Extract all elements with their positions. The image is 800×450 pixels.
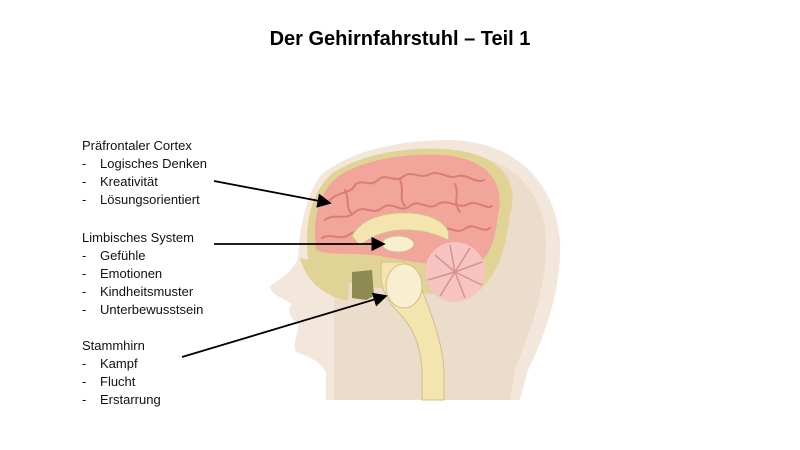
- pons: [385, 263, 423, 309]
- label-group-brainstem: Stammhirn -Kampf -Flucht -Erstarrung: [82, 337, 161, 409]
- label-group-limbic: Limbisches System -Gefühle -Emotionen -K…: [82, 229, 203, 319]
- palate: [300, 258, 350, 300]
- arrow-cortex: [213, 180, 332, 208]
- group-heading: Limbisches System: [82, 230, 194, 245]
- list-item: -Unterbewusstsein: [82, 302, 204, 317]
- group-list: -Gefühle -Emotionen -Kindheitsmuster -Un…: [82, 247, 203, 319]
- list-item: -Emotionen: [82, 266, 163, 281]
- list-item: -Flucht: [82, 374, 136, 389]
- group-list: -Kampf -Flucht -Erstarrung: [82, 355, 161, 409]
- label-group-cortex: Präfrontaler Cortex -Logisches Denken -K…: [82, 137, 207, 209]
- list-item: -Erstarrung: [82, 392, 161, 407]
- group-heading: Stammhirn: [82, 338, 145, 353]
- list-item: -Kampf: [82, 356, 138, 371]
- limbic-region: [351, 212, 450, 247]
- slide-title: Der Gehirnfahrstuhl – Teil 1: [269, 28, 531, 50]
- arrow-brainstem: [181, 292, 388, 358]
- list-item: -Lösungsorientiert: [82, 192, 200, 207]
- list-item: -Kreativität: [82, 174, 158, 189]
- group-list: -Logisches Denken -Kreativität -Lösungso…: [82, 155, 207, 209]
- group-heading: Präfrontaler Cortex: [82, 138, 192, 153]
- cerebellum-folds: [427, 244, 483, 299]
- list-item: -Logisches Denken: [82, 156, 207, 171]
- thalamus: [381, 235, 415, 253]
- list-item: -Gefühle: [82, 248, 146, 263]
- list-item: -Kindheitsmuster: [82, 284, 194, 299]
- airway: [352, 270, 374, 300]
